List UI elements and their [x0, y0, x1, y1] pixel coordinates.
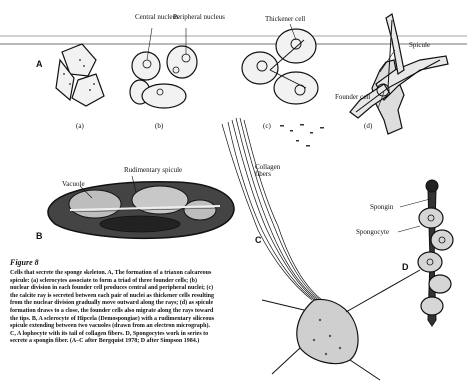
collagen-fibers-label: Collagen fibers [255, 164, 291, 178]
sublabel-a: (a) [76, 123, 84, 130]
thickener-cell-label: Thickener cell [265, 16, 305, 23]
spongin-label: Spongin [370, 204, 393, 211]
panel-letter-d: D [402, 263, 409, 272]
peripheral-nucleus-label: Peripheral nucleus [173, 14, 225, 21]
sublabel-d: (d) [364, 123, 372, 130]
panel-a-spicule-d [350, 14, 448, 134]
panel-letter-a: A [36, 60, 43, 69]
panel-a-cells-c [242, 29, 318, 104]
figure-caption: Figure 8 Cells that secrete the sponge s… [10, 258, 215, 346]
panel-b-sclerocyte [48, 182, 234, 239]
panel-c-lophocyte [222, 118, 420, 380]
spicule-label: Spicule [409, 42, 430, 49]
spongocyte-label: Spongocyte [356, 229, 389, 236]
caption-title: Figure 8 [10, 258, 215, 267]
vacuole-label: Vacuole [62, 181, 85, 188]
panel-a-cells-a [56, 44, 104, 106]
panel-letter-b: B [36, 232, 43, 241]
panel-letter-c: C [255, 236, 262, 245]
panel-d-spongocytes [418, 180, 453, 326]
rudimentary-spicule-label: Rudimentary spicule [124, 167, 182, 174]
panel-a-cells-b [130, 46, 197, 108]
caption-body: Cells that secrete the sponge skeleton. … [10, 270, 215, 346]
founder-cell-label: Founder cell [335, 94, 370, 101]
sublabel-b: (b) [155, 123, 163, 130]
sublabel-c: (c) [263, 123, 271, 130]
